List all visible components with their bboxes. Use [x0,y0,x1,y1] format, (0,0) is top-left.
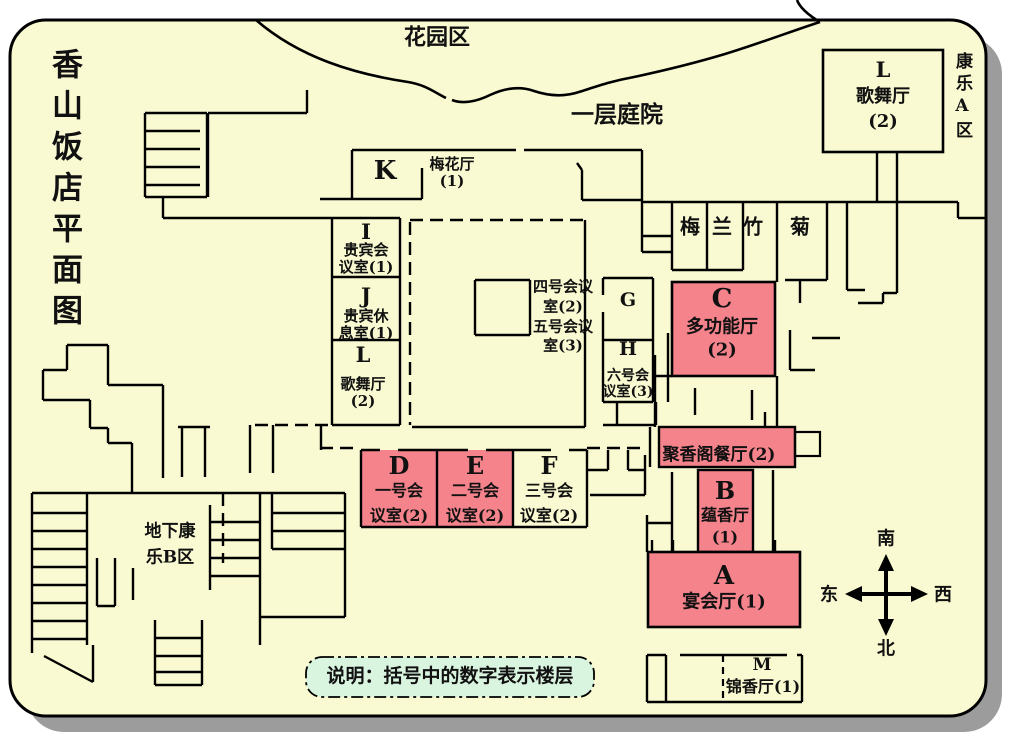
area-recreation-a: 康乐A区 [952,52,972,143]
room-zhu-label: 竹 [743,214,763,239]
room-juxiangge-label: 聚香阁餐厅(2) [662,445,776,466]
room-b-letter: B [714,476,736,506]
room-d-fill [361,450,437,527]
room-e-fill [437,450,513,527]
dashed-walls [221,218,645,563]
compass-arrows [845,554,928,636]
room-l-west-letter: L [355,341,371,367]
compass-east-label: 东 [820,584,838,606]
room-mei-label: 梅 [680,214,700,239]
room-e-label: 二号会 议室(2) [445,481,505,525]
room-i-label: 贵宾会 议室(1) [338,240,394,276]
small-room-box [793,430,822,458]
room-a-label: 宴会厅(1) [682,591,766,613]
room-a-letter: A [713,561,735,592]
room-h-letter: H [619,338,637,361]
room-f-letter: F [540,451,558,481]
compass-south-label: 南 [877,528,895,550]
area-underground-b: 地下康 乐B区 [144,521,196,568]
room-m-letter: M [752,655,772,676]
room-lan-label: 兰 [712,214,732,239]
area-garden: 花园区 [403,24,471,51]
room-c-letter: C [711,284,733,315]
room-d-label: 一号会 议室(2) [369,481,429,525]
room-h-label: 六号会 议室(3) [602,367,654,400]
room-k-letter: K [373,156,397,187]
room-ju-label: 菊 [790,214,810,239]
room-i-letter: I [361,218,371,244]
room-m-label: 锦香厅(1) [725,676,801,696]
room-b-label: 蕴香厅 (1) [700,505,750,546]
room-meeting-4-5-label: 四号会议 室(2) 五号会议 室(3) [532,277,594,355]
compass-north-label: 北 [877,638,895,660]
room-g-letter: G [619,289,637,312]
room-l-northeast-letter: L [875,56,891,82]
room-a-fill [646,550,802,629]
room-c-fill [670,280,777,378]
area-courtyard: 一层庭院 [571,100,663,128]
garden-curve [255,19,821,104]
room-c-label: 多功能厅 (2) [686,316,758,361]
room-b-fill [696,468,755,554]
outer-border [8,18,988,718]
room-l-west-label: 歌舞厅 (2) [340,374,386,410]
room-j-label: 贵宾休 息室(1) [338,306,394,342]
room-d-letter: D [388,451,410,481]
room-k-label: 梅花厅 (1) [429,154,475,190]
legend-box [305,656,595,698]
walls [30,90,986,704]
room-l-northeast-box [821,48,945,154]
room-e-letter: E [465,451,485,481]
room-j-letter: J [361,282,371,308]
compass-west-label: 西 [934,584,952,606]
garden-curve-tail [795,0,821,24]
plan-title: 香山饭店平面图 [46,48,82,335]
room-l-northeast-label: 歌舞厅 (2) [856,85,910,132]
room-f-label: 三号会 议室(2) [519,481,579,525]
legend-text: 说明：括号中的数字表示楼层 [326,665,574,688]
